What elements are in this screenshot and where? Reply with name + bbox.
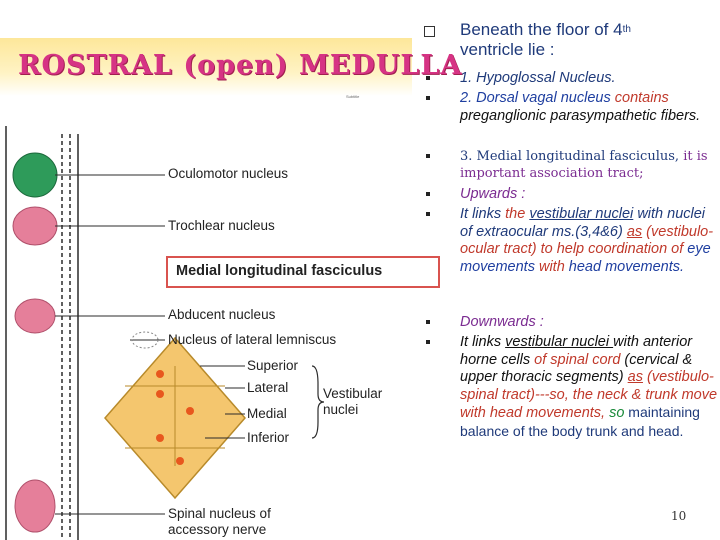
- heading-part2: ventricle lie :: [460, 40, 555, 59]
- dn-part-a: It links: [460, 334, 506, 350]
- up-part-d: with nuclei of extraocular ms.(3,4&6): [460, 206, 706, 240]
- up-part-i: head movements.: [568, 258, 685, 275]
- abducent-label: Abducent nucleus: [168, 307, 276, 322]
- item2-text: 2. Dorsal vagal nucleus contains pregang…: [460, 90, 718, 125]
- downwards-text: It links vestibular nuclei with anterior…: [460, 334, 718, 441]
- title-banner: [0, 38, 412, 96]
- item2-part1: 2. Dorsal vagal nucleus: [460, 90, 615, 106]
- dn-part-i: maintaining balance of the body trunk an…: [460, 404, 700, 439]
- item3-part2: it is important association tract;: [460, 149, 708, 181]
- mlf-label: Medial longitudinal fasciculus: [176, 263, 383, 279]
- spinal-label-line2: accessory nerve: [168, 522, 267, 537]
- up-part-g: eye movements: [460, 241, 711, 275]
- bullet-icon: [426, 340, 430, 344]
- vestibular-nuclei-label: Vestibular nuclei: [323, 386, 382, 418]
- bullet-icon: [426, 192, 430, 196]
- upwards-label: Upwards :: [460, 186, 526, 202]
- medial-label: Medial: [247, 406, 287, 421]
- inferior-label: Inferior: [247, 430, 290, 445]
- dn-part-g: (vestibulo-spinal tract)---so, the neck …: [460, 369, 718, 421]
- page-number: 10: [671, 509, 687, 523]
- slide-title: ROSTRAL (open) MEDULLA: [18, 50, 463, 81]
- slide-caption: Subtitle: [346, 94, 360, 99]
- checkbox-bullet-icon: [424, 26, 435, 37]
- bullet-icon: [426, 320, 430, 324]
- item2-part2: contains: [614, 90, 669, 106]
- up-part-e: as: [626, 223, 643, 240]
- bullet-icon: [426, 76, 430, 80]
- brainstem-diagram: Oculomotor nucleus Trochlear nucleus Med…: [0, 126, 440, 540]
- downwards-label: Downwards :: [460, 314, 544, 330]
- up-part-f: (vestibulo-ocular tract) to help coordin…: [460, 223, 714, 258]
- item3-part1: 3. Medial longitudinal fasciculus,: [460, 149, 684, 164]
- upwards-text: It links the vestibular nuclei with nucl…: [460, 206, 718, 276]
- spinal-accessory-label: Spinal nucleus of accessory nerve: [168, 506, 271, 538]
- oculomotor-nucleus: [12, 152, 58, 198]
- superior-label: Superior: [247, 358, 299, 373]
- vestibular-label-line1: Vestibular: [323, 386, 383, 401]
- up-part-c: vestibular nuclei: [529, 206, 634, 222]
- lateral-lemniscus-label: Nucleus of lateral lemniscus: [168, 332, 337, 347]
- diagram-drawing: [5, 126, 325, 540]
- up-part-a: It links: [460, 206, 506, 222]
- heading-part1: Beneath the floor of 4: [460, 20, 623, 39]
- dn-part-d: of spinal cord: [534, 351, 621, 368]
- bullet-icon: [426, 212, 430, 216]
- item1-text: 1. Hypoglossal Nucleus.: [460, 70, 616, 86]
- item3-text: 3. Medial longitudinal fasciculus, it is…: [460, 148, 718, 182]
- spinal-accessory-nucleus: [14, 479, 56, 533]
- dn-part-e: (cervical & upper thoracic segments): [460, 351, 693, 386]
- heading-text: Beneath the floor of 4th ventricle lie :: [460, 20, 718, 60]
- mlf-highlight-box: Medial longitudinal fasciculus: [166, 256, 440, 288]
- bullet-icon: [426, 154, 430, 158]
- oculomotor-label: Oculomotor nucleus: [168, 166, 289, 181]
- dn-part-h: so: [605, 405, 625, 421]
- trochlear-nucleus: [12, 206, 58, 246]
- bullet-icon: [426, 96, 430, 100]
- vestibular-label-line2: nuclei: [323, 402, 359, 417]
- trochlear-label: Trochlear nucleus: [168, 218, 275, 233]
- dn-part-f: as: [627, 369, 643, 385]
- spinal-label-line1: Spinal nucleus of: [168, 506, 271, 521]
- up-part-b: the: [505, 206, 530, 222]
- dn-part-c: with anterior horne cells: [460, 334, 693, 368]
- up-part-h: with: [534, 258, 569, 275]
- abducent-nucleus: [14, 298, 56, 334]
- item2-part3: preganglionic parasympathetic fibers.: [460, 107, 701, 124]
- lateral-label: Lateral: [247, 380, 289, 395]
- dn-part-b: vestibular nuclei: [505, 334, 614, 350]
- heading-sup: th: [622, 24, 631, 35]
